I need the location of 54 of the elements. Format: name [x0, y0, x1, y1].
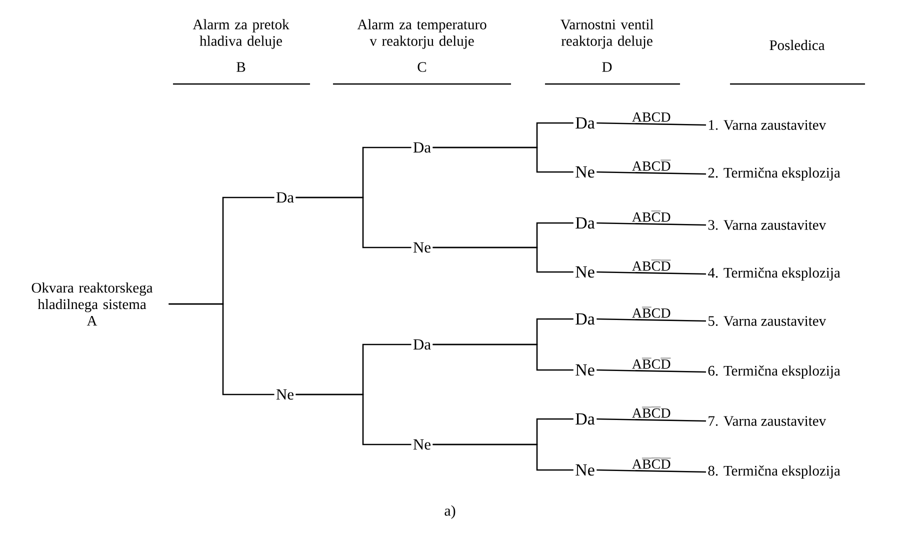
column-heading: C — [418, 62, 426, 72]
outcome-label: 4. Termična eksplozija — [708, 267, 840, 281]
branch-line — [168, 303, 274, 396]
branch-label: Da — [576, 217, 595, 229]
edge-label: $\mathrm{AB\overline{C}D}$ — [630, 209, 672, 223]
column-heading: Posledica — [770, 40, 825, 50]
branch-line — [432, 344, 574, 371]
branch-label: Ne — [576, 266, 594, 278]
outcome-label: 5. Varna zaustavitev — [708, 316, 826, 326]
outcome-label: 2. Termična eksplozija — [708, 167, 840, 181]
branch-label: Ne — [276, 389, 294, 400]
branch-label: Da — [413, 339, 431, 350]
branch-label: Da — [413, 142, 431, 153]
edge-label: $\mathrm{AB\overline{C}\overline{D}}$ — [630, 258, 672, 272]
branch-line — [296, 394, 412, 446]
branch-label: Da — [576, 413, 595, 425]
branch-line — [596, 418, 706, 422]
branch-label: Ne — [576, 464, 594, 476]
branch-label: Da — [576, 117, 595, 129]
branch-line — [596, 469, 706, 473]
branch-line — [432, 246, 574, 273]
branch-label: Ne — [576, 166, 594, 178]
branch-label: Ne — [576, 364, 594, 376]
event-label: Okvara reaktorskega hladilnega sistema A — [32, 282, 153, 326]
branch-label: Da — [576, 313, 595, 325]
branch-label: Ne — [413, 439, 430, 450]
column-heading: D — [602, 62, 612, 72]
column-heading: Alarm za temperaturo v reaktorju deluje — [357, 19, 486, 49]
branch-label: Ne — [413, 242, 430, 253]
outcome-label: 7. Varna zaustavitev — [708, 416, 826, 426]
edge-label: $\mathrm{ABC\overline{D}}$ — [630, 158, 672, 172]
caption: a) — [444, 505, 456, 519]
column-heading: Alarm za pretok hladiva deluje — [192, 19, 290, 49]
column-heading: B — [236, 62, 246, 72]
branch-line — [596, 318, 706, 322]
edge-label: $\mathrm{A\overline{B}C\overline{D}}$ — [630, 356, 672, 370]
branch-line — [596, 122, 706, 126]
branch-line — [596, 271, 706, 275]
branch-line — [596, 171, 706, 175]
branch-line — [596, 222, 706, 226]
branch-line — [432, 444, 574, 471]
edge-label: $\mathrm{A\overline{B}CD}$ — [630, 306, 672, 319]
edge-label: $\mathrm{A\overline{B}\overline{C}D}$ — [630, 405, 672, 419]
edge-label: $\mathrm{ABCD}$ — [630, 111, 672, 123]
outcome-label: 3. Varna zaustavitev — [708, 220, 826, 230]
branch-line — [432, 146, 574, 173]
column-heading: Varnostni ventil reaktorja deluje — [560, 19, 654, 49]
outcome-label: 8. Termična eksplozija — [708, 465, 840, 479]
branch-line — [596, 369, 706, 373]
edge-label: $\mathrm{A\overline{B}\overline{C}\overline{D}}$ — [630, 456, 672, 470]
outcome-label: 1. Varna zaustavitev — [708, 120, 826, 130]
branch-label: Da — [276, 192, 294, 203]
outcome-label: 6. Termična eksplozija — [708, 365, 840, 379]
branch-line — [296, 196, 412, 248]
